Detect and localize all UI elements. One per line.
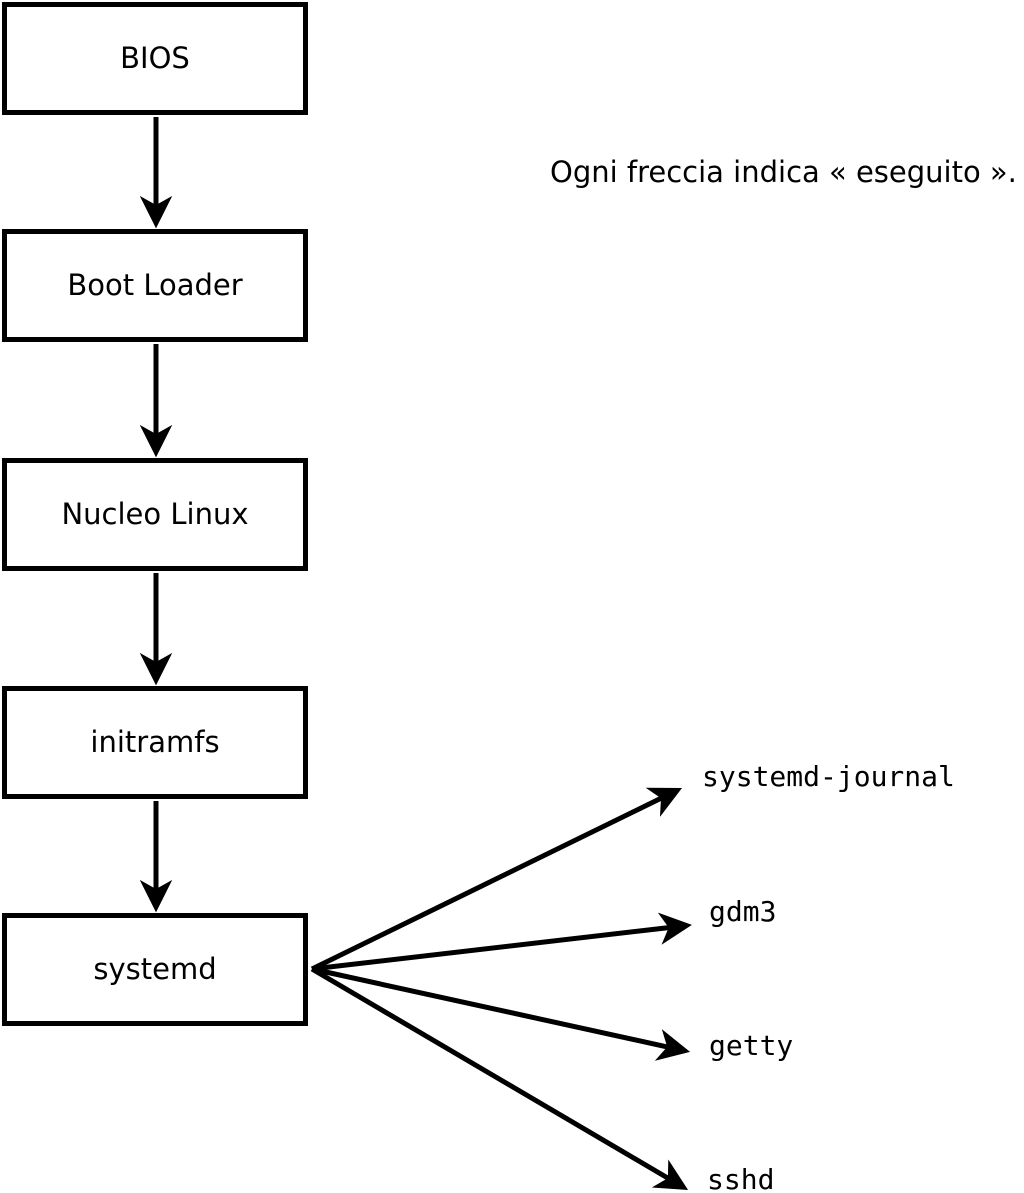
diagram-caption: Ogni freccia indica « eseguito ». [550,155,1017,189]
node-systemd-label: systemd [93,952,217,986]
arrow-systemd-to-sshd [310,966,689,1190]
arrow-systemd-to-getty [311,966,691,1061]
node-nucleo-linux: Nucleo Linux [2,458,308,571]
arrow-systemd-to-journal [310,787,683,972]
node-systemd: systemd [2,913,308,1026]
node-nucleo-linux-label: Nucleo Linux [61,497,249,531]
service-label-systemd-journal: systemd-journal [702,760,955,793]
arrow-systemd-to-gdm3 [311,912,692,972]
service-label-sshd: sshd [707,1163,775,1193]
node-initramfs: initramfs [2,686,308,799]
service-label-getty: getty [709,1029,794,1062]
node-bios: BIOS [2,2,308,115]
node-initramfs-label: initramfs [90,725,220,759]
service-label-gdm3: gdm3 [709,895,777,928]
node-bios-label: BIOS [120,41,190,75]
node-boot-loader: Boot Loader [2,229,308,342]
node-boot-loader-label: Boot Loader [67,268,243,302]
